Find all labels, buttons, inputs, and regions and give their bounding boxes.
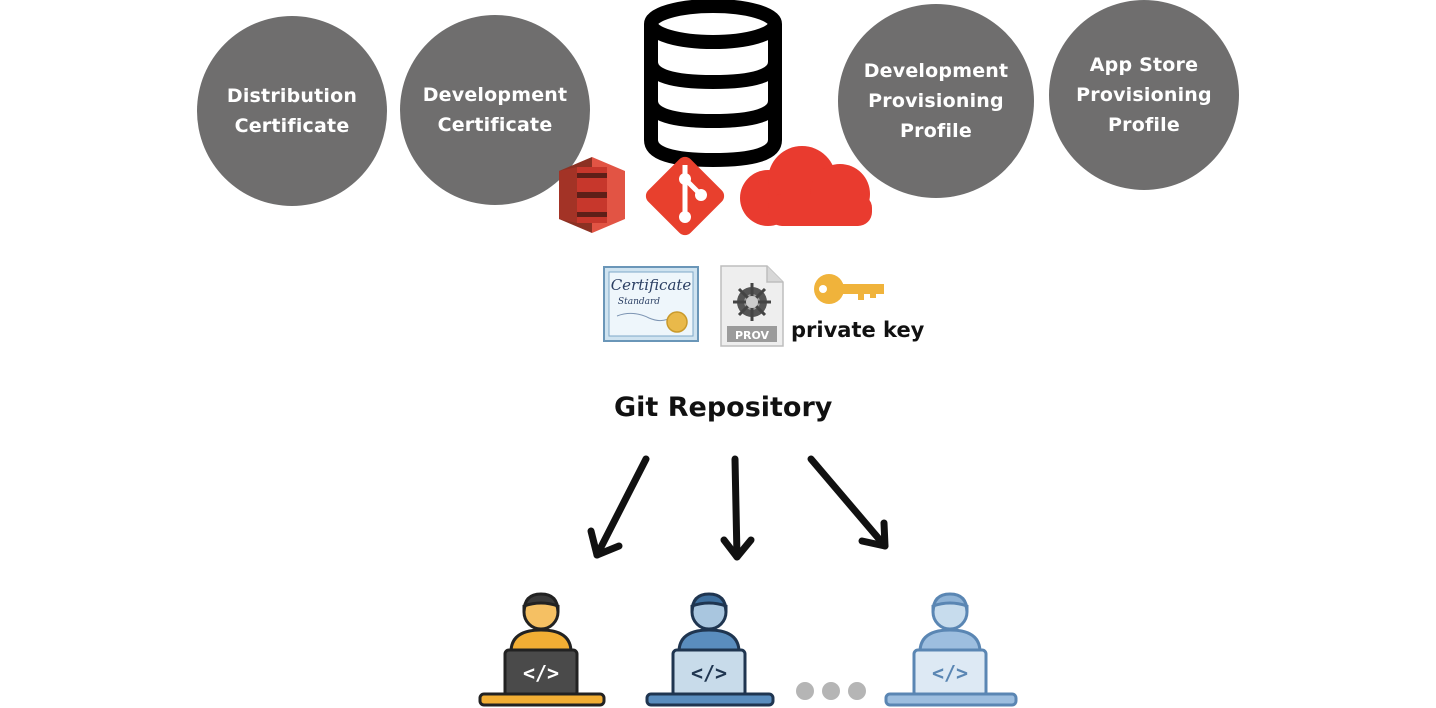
distribution-certificate-node: Distribution Certificate	[197, 16, 387, 206]
developer-icon: </>	[645, 592, 775, 707]
svg-text:</>: </>	[932, 661, 968, 685]
svg-text:</>: </>	[691, 661, 727, 685]
arrow-to-developer-1	[587, 455, 650, 559]
git-repository-label: Git Repository	[614, 392, 833, 423]
prov-label: PROV	[735, 329, 770, 342]
arrow-to-developer-3	[807, 455, 889, 550]
developer-icon: </>	[478, 592, 606, 707]
private-key-label: private key	[791, 318, 925, 342]
developer-icon: </>	[884, 592, 1018, 707]
distribution-certificate-label: Distribution Certificate	[226, 85, 358, 137]
development-provisioning-profile-label: Development Provisioning Profile	[863, 60, 1009, 142]
development-certificate-label: Development Certificate	[422, 84, 568, 136]
more-developers-ellipsis	[796, 682, 866, 700]
app-store-provisioning-profile-node: App Store Provisioning Profile	[1049, 0, 1239, 190]
certificate-icon: Certificate Standard	[603, 266, 699, 342]
key-icon	[814, 274, 884, 304]
certificate-subtitle: Standard	[618, 297, 660, 307]
provisioning-file-icon: PROV	[720, 265, 784, 347]
aws-s3-icon	[559, 157, 625, 233]
certificate-title: Certificate	[611, 276, 692, 294]
development-certificate-node: Development Certificate	[400, 15, 590, 205]
database-icon	[644, 0, 782, 168]
svg-text:</>: </>	[523, 661, 559, 685]
git-icon	[645, 156, 725, 236]
app-store-provisioning-profile-label: App Store Provisioning Profile	[1076, 54, 1212, 136]
cloud-icon	[740, 146, 872, 226]
arrow-to-developer-2	[720, 455, 755, 561]
development-provisioning-profile-node: Development Provisioning Profile	[838, 4, 1034, 198]
